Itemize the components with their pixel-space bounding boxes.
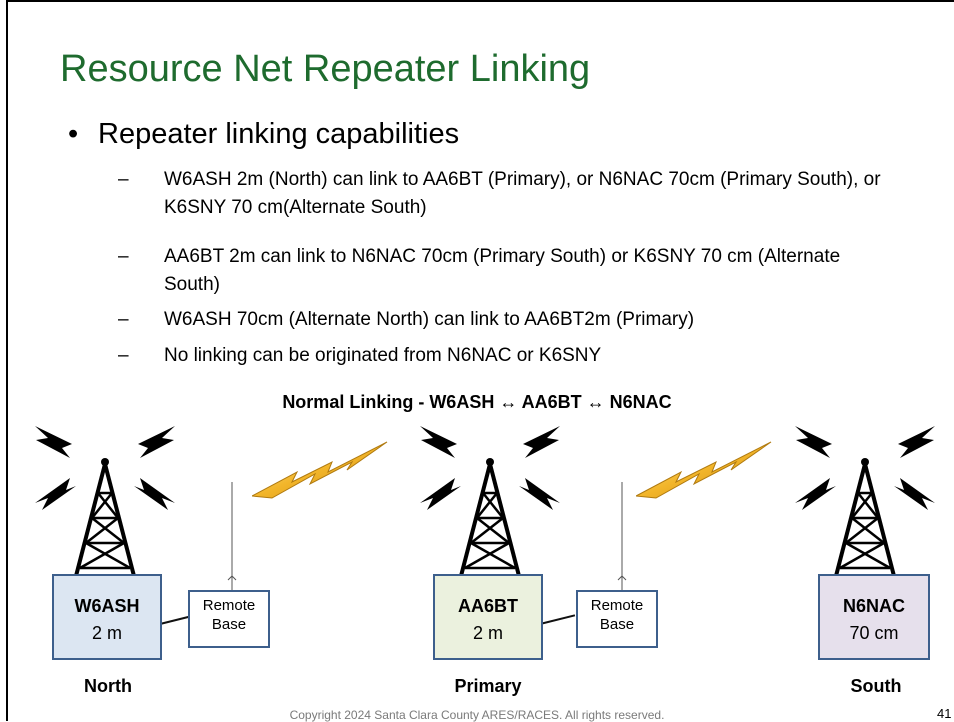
remote-connector bbox=[159, 616, 189, 625]
repeater-w6ash: W6ASH 2 m bbox=[52, 574, 162, 660]
dash-symbol: – bbox=[118, 309, 129, 330]
lightning-link-icon bbox=[252, 441, 388, 499]
slide-border-left bbox=[6, 0, 8, 721]
sub-bullet-text: No linking can be originated from N6NAC … bbox=[164, 345, 602, 366]
remote-antenna-icon bbox=[227, 482, 237, 590]
repeater-band: 70 cm bbox=[849, 623, 899, 643]
remote-base-label: Remote bbox=[590, 597, 644, 614]
remote-connector bbox=[539, 614, 576, 625]
radio-tower-icon bbox=[795, 426, 935, 577]
remote-antenna-icon bbox=[617, 482, 627, 590]
sub-bullet-text: AA6BT 2m can link to N6NAC 70cm (Primary… bbox=[164, 246, 841, 295]
dash-symbol: – bbox=[118, 246, 129, 267]
slide-title: Resource Net Repeater Linking bbox=[60, 48, 591, 90]
repeater-band: 2 m bbox=[91, 623, 122, 643]
repeater-aa6bt: AA6BT 2 m bbox=[433, 574, 543, 660]
main-bullet-text: Repeater linking capabilities bbox=[98, 118, 460, 150]
repeater-n6nac: N6NAC 70 cm bbox=[818, 574, 930, 660]
repeater-callsign: N6NAC bbox=[842, 596, 905, 616]
remote-base-label: Base bbox=[211, 616, 247, 633]
region-label: Primary bbox=[454, 676, 522, 696]
remote-base-label: Remote bbox=[202, 597, 256, 614]
page-number: 41 bbox=[937, 706, 952, 721]
dash-symbol: – bbox=[118, 345, 129, 366]
bullet-symbol: • bbox=[68, 118, 79, 150]
repeater-callsign: AA6BT bbox=[457, 596, 518, 616]
slide-border-top bbox=[6, 0, 954, 2]
diagram-caption: Normal Linking - W6ASH ↔ AA6BT ↔ N6NAC bbox=[282, 392, 672, 412]
repeater-band: 2 m bbox=[472, 623, 503, 643]
radio-tower-icon bbox=[420, 426, 560, 577]
region-label: North bbox=[84, 676, 132, 696]
dash-symbol: – bbox=[118, 169, 129, 190]
sub-bullet-1: – W6ASH 2m (North) can link to AA6BT (Pr… bbox=[118, 166, 898, 222]
sub-bullet-3: – W6ASH 70cm (Alternate North) can link … bbox=[118, 306, 898, 334]
sub-bullet-text: W6ASH 2m (North) can link to AA6BT (Prim… bbox=[164, 169, 881, 218]
remote-base-box: Remote Base bbox=[188, 590, 270, 648]
copyright-footer: Copyright 2024 Santa Clara County ARES/R… bbox=[289, 708, 665, 722]
remote-base-box: Remote Base bbox=[576, 590, 658, 648]
main-bullet: • Repeater linking capabilities bbox=[68, 118, 459, 151]
sub-bullet-4: – No linking can be originated from N6NA… bbox=[118, 342, 898, 370]
sub-bullet-2: – AA6BT 2m can link to N6NAC 70cm (Prima… bbox=[118, 243, 898, 299]
sub-bullet-text: W6ASH 70cm (Alternate North) can link to… bbox=[164, 309, 695, 330]
region-label: South bbox=[850, 676, 902, 696]
lightning-link-icon bbox=[636, 441, 772, 499]
repeater-callsign: W6ASH bbox=[74, 596, 140, 616]
remote-base-label: Base bbox=[599, 616, 635, 633]
radio-tower-icon bbox=[35, 426, 175, 577]
